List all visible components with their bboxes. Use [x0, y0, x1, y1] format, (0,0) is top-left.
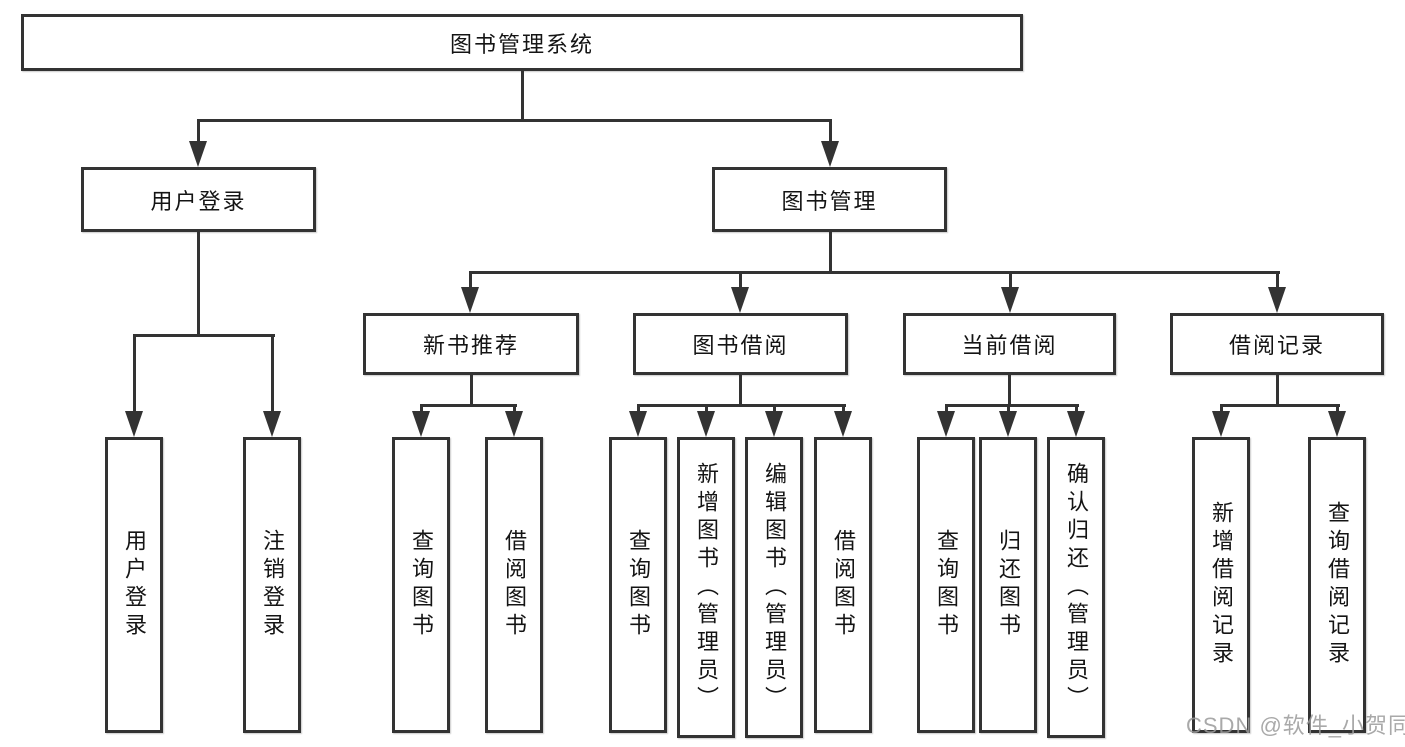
- connector-arrow-shaft: [637, 404, 640, 415]
- connector-arrow-shaft: [1276, 271, 1279, 291]
- connector-arrow-shaft: [945, 404, 948, 415]
- leaf-borrow-borrow-book: 借阅图书: [814, 437, 872, 733]
- leaf-user-login: 用户登录: [105, 437, 163, 733]
- csdn-watermark: CSDN @软件_小贺同学: [1186, 713, 1405, 738]
- leaf-borrow-edit-book-admin-label: 编辑图书（管理员）: [762, 461, 787, 714]
- connector-arrow-shaft: [197, 119, 200, 145]
- leaf-current-return-book-label: 归还图书: [996, 529, 1021, 641]
- arrow-down-icon: [263, 411, 281, 437]
- leaf-newbook-borrow-book-label: 借阅图书: [502, 529, 527, 641]
- connector-arrow-shaft: [773, 404, 776, 415]
- connector-arrow-shaft: [739, 271, 742, 291]
- connector-userlogin-stub: [197, 231, 200, 336]
- leaf-current-confirm-return-admin: 确认归还（管理员）: [1047, 437, 1105, 738]
- arrow-down-icon: [1268, 287, 1286, 313]
- node-current-borrow-label: 当前借阅: [961, 333, 1058, 358]
- arrow-down-icon: [629, 411, 647, 437]
- leaf-borrow-add-book-admin-label: 新增图书（管理员）: [694, 461, 719, 714]
- leaf-records-add-record-label: 新增借阅记录: [1209, 501, 1234, 669]
- connector-bookmgmt-stub: [829, 231, 832, 273]
- node-book-borrow: 图书借阅: [633, 313, 848, 375]
- connector-newbook-stub: [470, 374, 473, 406]
- node-user-login-label: 用户登录: [150, 188, 247, 214]
- arrow-down-icon: [189, 141, 207, 167]
- leaf-logout-login-label: 注销登录: [260, 529, 285, 641]
- connector-bookmgmt-branch: [469, 271, 1280, 274]
- leaf-user-login-label: 用户登录: [122, 529, 147, 641]
- node-root: 图书管理系统: [21, 14, 1023, 71]
- connector-arrow-shaft: [1007, 404, 1010, 415]
- leaf-borrow-borrow-book-label: 借阅图书: [831, 529, 856, 641]
- leaf-logout-login: 注销登录: [243, 437, 301, 733]
- connector-current-stub: [1008, 374, 1011, 406]
- leaf-current-query-book: 查询图书: [917, 437, 975, 733]
- connector-arrow-shaft: [271, 334, 274, 415]
- connector-arrow-shaft: [513, 404, 516, 415]
- connector-userlogin-branch: [133, 334, 275, 337]
- leaf-records-add-record: 新增借阅记录: [1192, 437, 1250, 733]
- connector-arrow-shaft: [420, 404, 423, 415]
- arrow-down-icon: [1001, 287, 1019, 313]
- connector-arrow-shaft: [842, 404, 845, 415]
- leaf-newbook-borrow-book: 借阅图书: [485, 437, 543, 733]
- connector-records-stub: [1276, 374, 1279, 406]
- leaf-records-query-record-label: 查询借阅记录: [1325, 501, 1350, 669]
- node-user-login: 用户登录: [81, 167, 316, 232]
- arrow-down-icon: [999, 411, 1017, 437]
- leaf-borrow-query-book: 查询图书: [609, 437, 667, 733]
- connector-arrow-shaft: [1336, 404, 1339, 415]
- leaf-newbook-query-book: 查询图书: [392, 437, 450, 733]
- arrow-down-icon: [697, 411, 715, 437]
- leaf-current-return-book: 归还图书: [979, 437, 1037, 733]
- connector-arrow-shaft: [829, 119, 832, 145]
- node-borrow-records-label: 借阅记录: [1228, 333, 1325, 358]
- leaf-newbook-query-book-label: 查询图书: [409, 529, 434, 641]
- leaf-records-query-record: 查询借阅记录: [1308, 437, 1366, 733]
- arrow-down-icon: [1212, 411, 1230, 437]
- connector-root-stub: [521, 70, 524, 120]
- connector-current-branch: [945, 404, 1079, 407]
- node-root-label: 图书管理系统: [449, 31, 594, 57]
- arrow-down-icon: [461, 287, 479, 313]
- arrow-down-icon: [821, 141, 839, 167]
- leaf-borrow-query-book-label: 查询图书: [626, 529, 651, 641]
- leaf-borrow-edit-book-admin: 编辑图书（管理员）: [745, 437, 803, 738]
- node-book-management: 图书管理: [712, 167, 947, 232]
- leaf-current-confirm-return-admin-label: 确认归还（管理员）: [1064, 461, 1089, 714]
- arrow-down-icon: [937, 411, 955, 437]
- leaf-borrow-add-book-admin: 新增图书（管理员）: [677, 437, 735, 738]
- connector-newbook-branch: [420, 404, 517, 407]
- connector-arrow-shaft: [1075, 404, 1078, 415]
- arrow-down-icon: [125, 411, 143, 437]
- arrow-down-icon: [1328, 411, 1346, 437]
- arrow-down-icon: [1067, 411, 1085, 437]
- connector-records-branch: [1220, 404, 1340, 407]
- node-book-borrow-label: 图书借阅: [692, 333, 789, 358]
- node-current-borrow: 当前借阅: [903, 313, 1116, 375]
- connector-arrow-shaft: [1009, 271, 1012, 291]
- arrow-down-icon: [412, 411, 430, 437]
- arrow-down-icon: [731, 287, 749, 313]
- node-new-book-recommend: 新书推荐: [363, 313, 579, 375]
- arrow-down-icon: [765, 411, 783, 437]
- arrow-down-icon: [505, 411, 523, 437]
- leaf-current-query-book-label: 查询图书: [934, 529, 959, 641]
- connector-borrow-branch: [637, 404, 846, 407]
- connector-arrow-shaft: [133, 334, 136, 415]
- connector-root-branch: [197, 119, 832, 122]
- arrow-down-icon: [834, 411, 852, 437]
- node-book-management-label: 图书管理: [781, 188, 878, 214]
- connector-arrow-shaft: [705, 404, 708, 415]
- node-borrow-records: 借阅记录: [1170, 313, 1384, 375]
- connector-borrow-stub: [739, 374, 742, 406]
- connector-arrow-shaft: [469, 271, 472, 291]
- connector-arrow-shaft: [1220, 404, 1223, 415]
- node-new-book-recommend-label: 新书推荐: [422, 333, 519, 358]
